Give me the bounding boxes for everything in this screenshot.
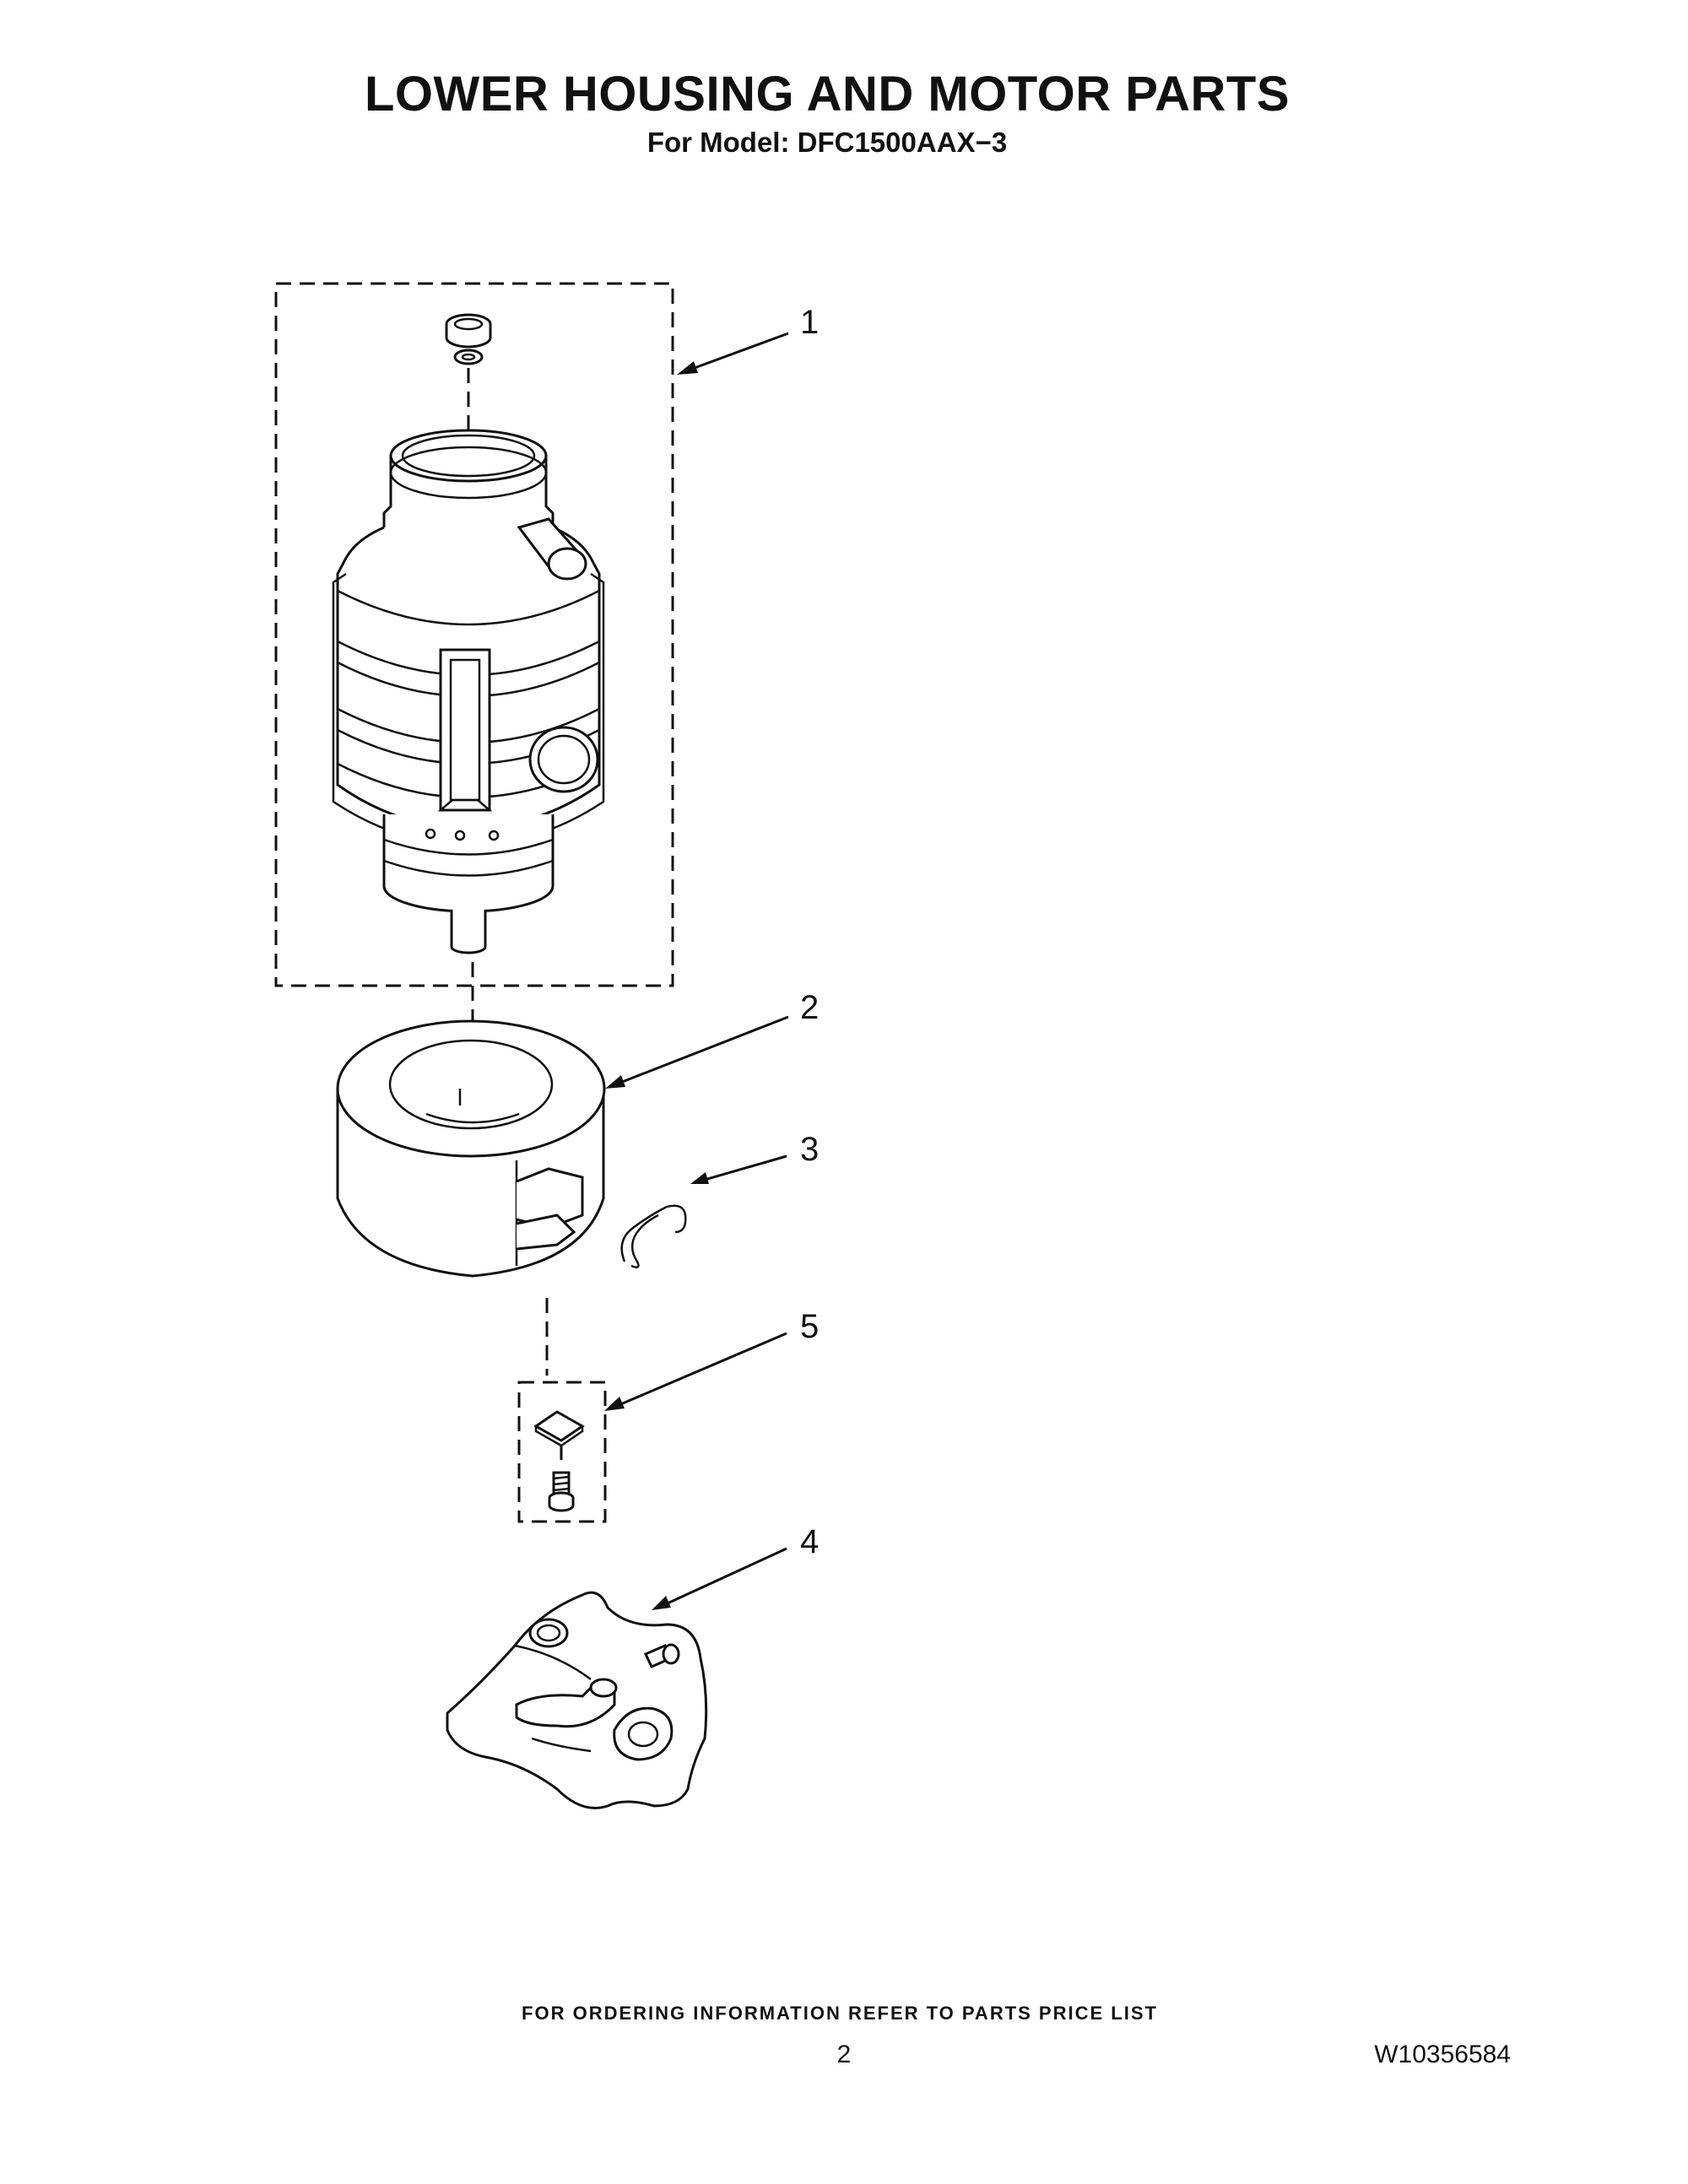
page-number: 2 — [836, 2041, 852, 2068]
hardware-pad — [533, 1410, 585, 1447]
bag-screw — [643, 1643, 680, 1668]
motor-assembly-group-box — [274, 282, 674, 987]
sound-insulation-ring — [336, 1019, 606, 1278]
page-title: LOWER HOUSING AND MOTOR PARTS — [364, 67, 1290, 122]
wire-spring-clip — [620, 1204, 687, 1268]
motor-side-port — [528, 726, 599, 793]
hardware-kit-group-box — [517, 1381, 607, 1523]
motor-housing — [332, 429, 605, 954]
callout-3: 3 — [800, 1131, 819, 1168]
bag-gasket — [613, 1706, 674, 1761]
bag-elbow-hose — [515, 1678, 618, 1728]
motor-inlet-pipe — [517, 517, 587, 581]
callout-5: 5 — [800, 1308, 819, 1345]
bag-grommet — [528, 1618, 569, 1648]
document-number: W10356584 — [1374, 2041, 1511, 2068]
motor-cap-nut — [445, 313, 492, 349]
hardware-screw — [548, 1471, 575, 1512]
ordering-note: FOR ORDERING INFORMATION REFER TO PARTS … — [522, 2003, 1158, 2024]
callout-4: 4 — [800, 1523, 819, 1560]
callout-leaders — [604, 332, 789, 1610]
model-subtitle: For Model: DFC1500AAX−3 — [647, 127, 1008, 158]
motor-washer — [453, 349, 484, 365]
callout-1: 1 — [800, 304, 819, 341]
callout-2: 2 — [800, 989, 819, 1026]
parts-bag — [446, 1591, 708, 1809]
